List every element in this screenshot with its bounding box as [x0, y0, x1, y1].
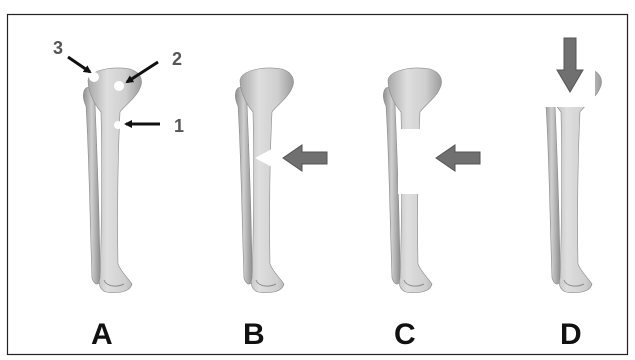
- marker-label-1: 1: [174, 116, 184, 136]
- figure-frame: [8, 15, 628, 355]
- marker-label-3: 3: [53, 38, 63, 58]
- marker-dot-1: [114, 121, 122, 129]
- panel-label-a: A: [91, 318, 113, 351]
- panel-label-c: C: [394, 318, 416, 351]
- panel-label-d: D: [560, 318, 582, 351]
- marker-dot-2: [114, 81, 124, 91]
- marker-label-2: 2: [172, 49, 182, 69]
- panel-label-b: B: [243, 318, 265, 351]
- bone-gap: [398, 129, 428, 194]
- marker-dot-3: [89, 72, 99, 82]
